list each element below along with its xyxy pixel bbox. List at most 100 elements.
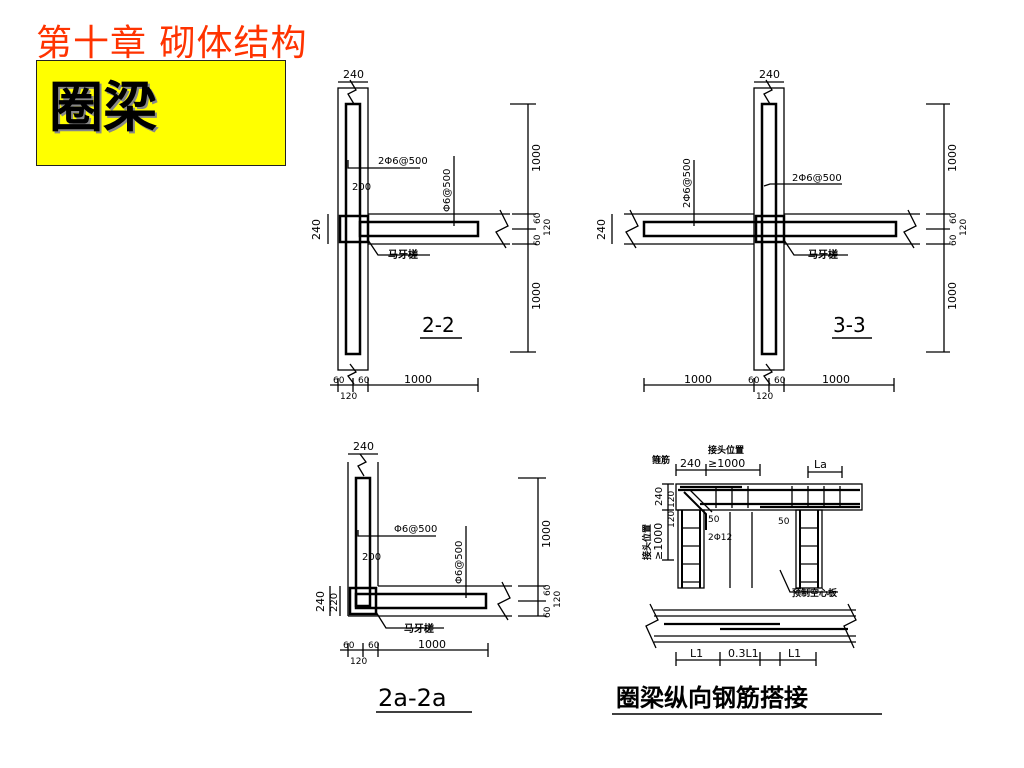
- break-symbol: [347, 363, 357, 385]
- dim-label: 60: [368, 641, 380, 651]
- dim-label: 60: [748, 376, 760, 386]
- dim-label: 60: [774, 376, 786, 386]
- dim-label: 1000: [530, 144, 543, 172]
- dim-label: 60: [543, 584, 553, 596]
- dim-label: 120: [543, 219, 553, 236]
- column-rebar-outline: [344, 102, 362, 356]
- dim-label: 120: [350, 657, 367, 667]
- break-symbol: [495, 209, 509, 249]
- break-symbol: [903, 209, 917, 249]
- dim-label: 200: [362, 552, 381, 563]
- detail-2-2-text: 240 240 1000 1000 60 60 120 60 60 120 10…: [310, 68, 553, 402]
- chapter-title: 第十章 砌体结构: [36, 23, 308, 64]
- dim-label: 200: [352, 182, 371, 193]
- leader-line: [367, 239, 430, 256]
- dim-label: 60: [333, 376, 345, 386]
- dim-label: 240: [680, 457, 701, 470]
- note-label: 箍筋: [651, 454, 670, 466]
- dim-label: 1000: [404, 373, 432, 386]
- dim-label: L1: [690, 647, 703, 660]
- beam-rebar-outline: [358, 220, 480, 238]
- detail-lap-splice-text: 接头位置 箍筋 240 ≥1000 La 接头位置 ≥1000 240 120 …: [616, 444, 838, 712]
- dim-label: 1000: [684, 373, 712, 386]
- dim-label: 60: [533, 212, 543, 224]
- section-caption: 3-3: [833, 313, 866, 337]
- break-symbol: [763, 79, 773, 105]
- rebar-label: 2Φ12: [708, 533, 732, 543]
- column-rebar-outline: [760, 102, 778, 356]
- detail-3-3: [611, 79, 950, 392]
- dim-label: 220: [329, 593, 340, 612]
- dim-label: 0.3L1: [728, 647, 759, 660]
- dim-label: 1000: [822, 373, 850, 386]
- dim-label: 1000: [946, 144, 959, 172]
- dim-label: 1000: [946, 282, 959, 310]
- dim-label: La: [814, 458, 827, 471]
- ring-beam: [675, 483, 863, 511]
- section-label: 圈梁: [49, 75, 157, 139]
- break-symbol: [645, 603, 659, 649]
- dim-label: 60: [343, 641, 355, 651]
- dim-label: 1000: [530, 282, 543, 310]
- dim-label: 240: [314, 591, 327, 612]
- dim-label: 120: [553, 591, 563, 608]
- tie-column: [754, 214, 786, 244]
- rebar-label: Φ6@500: [454, 541, 465, 584]
- detail-2-2: [327, 79, 536, 392]
- break-symbol: [497, 581, 511, 621]
- tag-label: 马牙槎: [388, 248, 418, 261]
- dim-label: 240: [343, 68, 364, 81]
- dim-label: L1: [788, 647, 801, 660]
- detail-2a-2a-text: 240 240 220 1000 60 60 120 60 60 120 100…: [314, 440, 563, 712]
- rebar-label: 2Φ6@500: [378, 156, 428, 167]
- note-label: 预制空心板: [792, 587, 838, 599]
- detail-2a-2a: [329, 453, 546, 713]
- dim-label: ≥1000: [708, 457, 745, 470]
- wall-vertical: [337, 87, 369, 371]
- rebar-label: Φ6@500: [394, 524, 437, 535]
- column: [677, 509, 705, 589]
- section-caption: 圈梁纵向钢筋搭接: [616, 684, 808, 712]
- beam-rebar-outline: [642, 220, 898, 238]
- dim-label: 1000: [418, 638, 446, 651]
- rebar-label: 2Φ6@500: [682, 158, 693, 208]
- dim-label: 240: [654, 487, 665, 506]
- leader-line: [375, 611, 444, 629]
- dim-label: 120: [756, 392, 773, 402]
- dim-label: 50: [778, 517, 790, 527]
- column-rebar-outline: [354, 476, 372, 608]
- detail-3-3-text: 240 240 1000 1000 60 60 120 60 60 120 10…: [595, 68, 969, 402]
- dim-label: 1000: [540, 520, 553, 548]
- dim-label: 240: [353, 440, 374, 453]
- leader-line: [357, 530, 436, 537]
- section-caption: 2a-2a: [378, 684, 447, 712]
- section-label-box: 圈梁: [36, 60, 286, 166]
- tie-column: [348, 586, 378, 616]
- rebar-label: Φ6@500: [442, 169, 453, 212]
- leader-line: [783, 239, 848, 256]
- dim-label: 120: [959, 219, 969, 236]
- break-symbol: [625, 209, 639, 249]
- detail-lap-splice: [612, 464, 882, 715]
- section-caption: 2-2: [422, 313, 455, 337]
- dim-label: 60: [543, 606, 553, 618]
- leader-line: [763, 183, 842, 187]
- column: [795, 509, 823, 589]
- dim-label: 60: [949, 212, 959, 224]
- dim-label: ≥1000: [652, 523, 665, 560]
- tag-label: 马牙槎: [404, 622, 434, 635]
- dim-label: 60: [358, 376, 370, 386]
- dim-label: 240: [310, 219, 323, 240]
- dim-label: 120: [667, 511, 677, 528]
- leader-line: [779, 569, 838, 593]
- leader-line: [347, 160, 420, 169]
- wall-vertical: [753, 87, 785, 371]
- note-label: 接头位置: [641, 524, 653, 560]
- dim-label: 50: [708, 515, 720, 525]
- dim-label: 240: [759, 68, 780, 81]
- note-label: 接头位置: [708, 444, 744, 456]
- break-symbol: [347, 79, 357, 105]
- corner-rebar: [683, 491, 707, 530]
- rebar-label: 2Φ6@500: [792, 173, 842, 184]
